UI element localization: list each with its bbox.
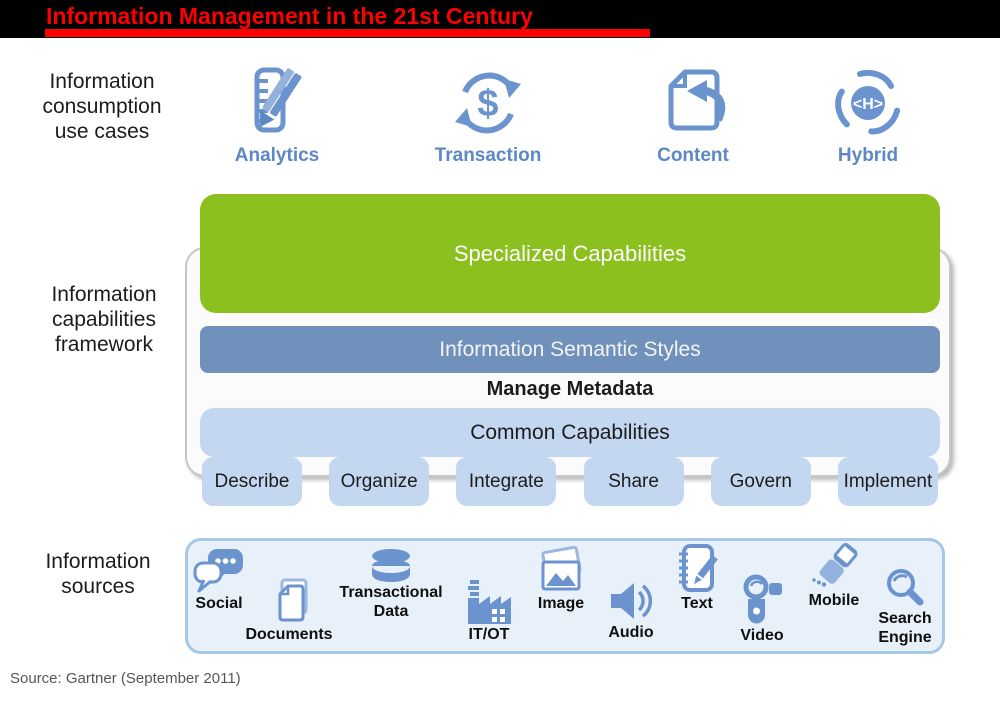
image-icon bbox=[521, 546, 601, 594]
use-case-label: Transaction bbox=[434, 145, 542, 166]
content-icon bbox=[628, 64, 758, 144]
tab-share: Share bbox=[583, 457, 684, 506]
source-label: Mobile bbox=[808, 592, 860, 609]
source-label: Search Engine bbox=[878, 610, 932, 646]
source-mobile: Mobile bbox=[789, 539, 879, 610]
source-label: Video bbox=[740, 627, 784, 644]
source-documents: Documents bbox=[234, 577, 344, 644]
semantic-styles-label: Information Semantic Styles bbox=[439, 337, 701, 361]
source-video: Video bbox=[722, 574, 802, 645]
use-case-content: Content bbox=[628, 64, 758, 167]
specialized-capabilities-label: Specialized Capabilities bbox=[453, 240, 687, 266]
row-label-consumption: Information consumption use cases bbox=[42, 70, 162, 143]
svg-text:$: $ bbox=[477, 83, 498, 125]
documents-icon bbox=[234, 577, 344, 625]
transaction-icon: $ bbox=[423, 64, 553, 144]
source-social: Social bbox=[179, 546, 259, 613]
audio-icon bbox=[586, 579, 676, 623]
use-case-label: Analytics bbox=[234, 145, 320, 166]
use-case-label: Hybrid bbox=[837, 145, 899, 166]
source-transactional-data: Transactional Data bbox=[326, 547, 456, 621]
manage-metadata-label: Manage Metadata bbox=[486, 378, 654, 400]
common-capabilities-box: Common Capabilities bbox=[200, 408, 940, 457]
source-audio: Audio bbox=[586, 579, 676, 642]
source-itot: IT/OT bbox=[444, 577, 534, 644]
source-label: Audio bbox=[608, 624, 654, 641]
sources-panel bbox=[185, 538, 945, 654]
source-search-engine: Search Engine bbox=[865, 567, 945, 647]
source-label: IT/OT bbox=[468, 626, 510, 643]
transactional-data-icon bbox=[326, 547, 456, 583]
search-engine-icon bbox=[865, 567, 945, 609]
itot-icon bbox=[444, 577, 534, 625]
source-label: Text bbox=[681, 595, 713, 612]
source-label: Image bbox=[537, 595, 585, 612]
text-icon bbox=[662, 542, 732, 594]
source-citation: Source: Gartner (September 2011) bbox=[10, 670, 241, 687]
title-bar: Information Management in the 21st Centu… bbox=[0, 0, 1000, 38]
tab-organize: Organize bbox=[329, 457, 430, 506]
source-label: Transactional Data bbox=[339, 584, 443, 620]
use-case-label: Content bbox=[657, 145, 729, 166]
semantic-styles-bar: Information Semantic Styles bbox=[200, 326, 940, 373]
common-capabilities-label: Common Capabilities bbox=[470, 420, 670, 444]
use-case-hybrid: <H> Hybrid bbox=[803, 64, 933, 167]
tab-govern: Govern bbox=[710, 457, 811, 506]
title-underline bbox=[45, 29, 650, 37]
mobile-icon bbox=[789, 539, 879, 591]
video-icon bbox=[722, 574, 802, 626]
source-image: Image bbox=[521, 546, 601, 613]
source-label: Social bbox=[195, 595, 243, 612]
specialized-capabilities-box: Specialized Capabilities bbox=[200, 194, 940, 313]
use-case-transaction: $ Transaction bbox=[423, 64, 553, 167]
row-label-framework: Information capabilities framework bbox=[51, 283, 157, 356]
row-label-sources: Information sources bbox=[45, 550, 151, 598]
capability-tabs: Describe Organize Integrate Share Govern… bbox=[202, 457, 938, 506]
analytics-icon bbox=[212, 64, 342, 144]
svg-text:<H>: <H> bbox=[853, 96, 883, 113]
use-case-analytics: Analytics bbox=[212, 64, 342, 167]
source-text: Text bbox=[662, 542, 732, 613]
source-label: Documents bbox=[245, 626, 333, 643]
social-icon bbox=[179, 546, 259, 594]
page-title: Information Management in the 21st Centu… bbox=[46, 3, 533, 29]
tab-integrate: Integrate bbox=[456, 457, 557, 506]
tab-describe: Describe bbox=[202, 457, 302, 506]
hybrid-icon: <H> bbox=[803, 64, 933, 144]
tab-implement: Implement bbox=[837, 457, 938, 506]
